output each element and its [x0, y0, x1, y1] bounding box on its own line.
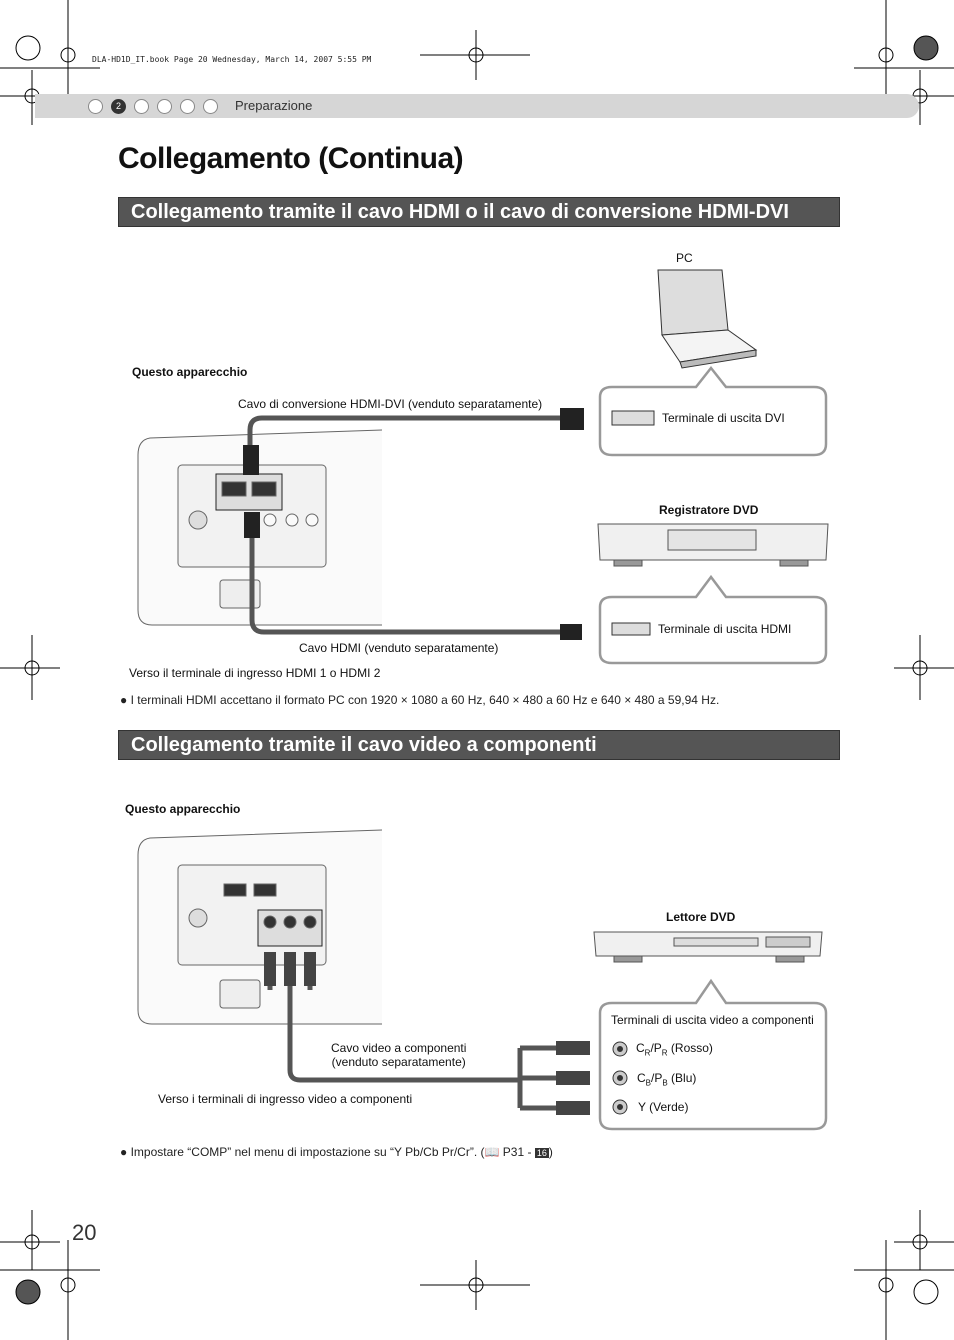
component-note: ● Impostare “COMP” nel menu di impostazi… [120, 1145, 553, 1159]
to-hdmi-input-label: Verso il terminale di ingresso HDMI 1 o … [129, 666, 381, 680]
page-number: 20 [72, 1220, 97, 1245]
dvi-callout [598, 365, 828, 457]
bullet-icon: ● [120, 693, 128, 707]
dvd-player-illustration [593, 931, 823, 963]
device-label-1: Questo apparecchio [132, 365, 248, 379]
laptop-illustration [657, 269, 758, 369]
component-note-text: Impostare “COMP” nel menu di impostazion… [130, 1145, 485, 1159]
bullet-icon: ● [120, 1145, 128, 1159]
chapter-dot [134, 98, 149, 114]
chapter-indicator: 2 [88, 98, 240, 114]
chapter-dot [180, 98, 195, 114]
section-name: Preparazione [235, 98, 313, 113]
component-outputs-label: Terminali di uscita video a componenti [611, 1013, 814, 1027]
hdmi-callout [598, 574, 828, 665]
hdmi-cable-label: Cavo HDMI (venduto separatamente) [299, 641, 499, 655]
pc-label: PC [676, 251, 693, 265]
chapter-dot-active: 2 [111, 98, 126, 114]
dvi-output-label: Terminale di uscita DVI [662, 411, 785, 425]
to-component-input-label: Verso i terminali di ingresso video a co… [158, 1092, 413, 1106]
hdmi-note-text: I terminali HDMI accettano il formato PC… [130, 693, 720, 707]
y-label: Y (Verde) [638, 1100, 689, 1114]
book-icon: 📖 [484, 1145, 500, 1159]
chapter-dot [157, 98, 172, 114]
projector-illustration-2 [137, 829, 383, 1025]
hdmi-section-heading: Collegamento tramite il cavo HDMI o il c… [118, 197, 840, 227]
hdmi-note: ● I terminali HDMI accettano il formato … [120, 693, 719, 707]
cr-pr-label: CR/PR (Rosso) [636, 1041, 713, 1058]
component-cable-label: Cavo video a componenti (venduto separat… [331, 1041, 467, 1069]
rca-jacks [612, 1041, 628, 1115]
dvd-player-label: Lettore DVD [666, 910, 736, 924]
component-section-heading: Collegamento tramite il cavo video a com… [118, 730, 840, 760]
cb-pb-label: CB/PB (Blu) [637, 1071, 697, 1088]
projector-illustration-1 [137, 429, 383, 626]
dvd-recorder-illustration [597, 523, 829, 567]
dvi-cable [247, 415, 566, 455]
hdmi-output-label: Terminale di uscita HDMI [658, 622, 792, 636]
file-meta: DLA-HD1D_IT.book Page 20 Wednesday, Marc… [92, 55, 372, 64]
close-paren: ) [548, 1145, 553, 1159]
component-callout [598, 978, 828, 1131]
chapter-dot [88, 98, 103, 114]
page-title: Collegamento (Continua) [118, 142, 464, 175]
dvd-recorder-label: Registratore DVD [659, 503, 759, 517]
step-number-badge: 16 [534, 1148, 549, 1158]
hdmi-cable [249, 535, 560, 635]
chapter-dot [203, 98, 218, 114]
device-label-2: Questo apparecchio [125, 802, 241, 816]
dvi-cable-label: Cavo di conversione HDMI-DVI (venduto se… [238, 397, 543, 411]
page-reference[interactable]: P31 - [502, 1145, 532, 1159]
